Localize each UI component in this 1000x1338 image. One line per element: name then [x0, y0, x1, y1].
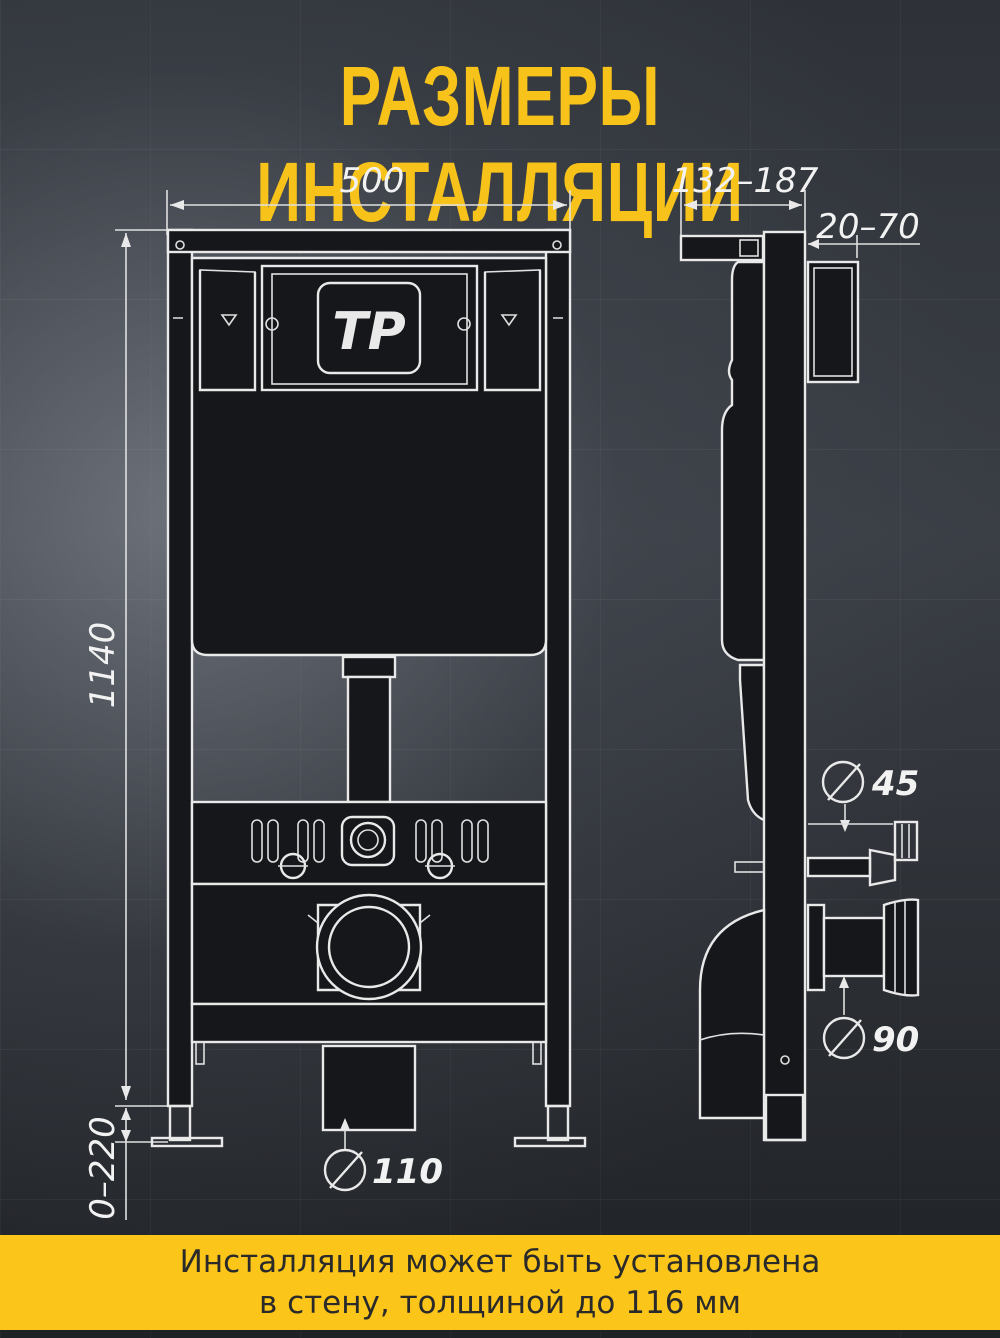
logo-text: TP	[332, 302, 406, 362]
width-dimension: 500	[166, 161, 571, 235]
depth-label: 132–187	[672, 161, 819, 201]
frame: TP	[150, 228, 587, 1148]
page-title: РАЗМЕРЫ ИНСТАЛЛЯЦИИ	[256, 49, 744, 239]
leg-adjust-dimension: 0–220	[83, 1105, 168, 1220]
drain-diameter: 110	[323, 1118, 443, 1192]
leg-adjust-label: 0–220	[83, 1116, 123, 1220]
depth-dimension: 132–187	[672, 161, 819, 240]
info-line-1: Инсталляция может быть установлена	[179, 1243, 821, 1280]
button-offset-label: 20–70	[816, 207, 920, 247]
info-banner: Инсталляция может быть установлена в сте…	[0, 1235, 1000, 1330]
height-dimension: 1140	[83, 229, 168, 1100]
side-frame	[679, 230, 920, 1142]
outlet-diameter: 90	[822, 976, 919, 1060]
front-view: 500 1140 0–220	[83, 161, 587, 1220]
side-view: 132–187 20–70	[672, 161, 920, 1142]
height-label: 1140	[83, 622, 123, 709]
inlet-diameter-label: 45	[871, 764, 919, 804]
button-offset-dimension: 20–70	[804, 207, 920, 258]
width-label: 500	[340, 161, 405, 201]
info-line-2: в стену, толщиной до 116 мм	[258, 1284, 742, 1321]
outlet-diameter-label: 90	[872, 1020, 919, 1060]
drain-diameter-label: 110	[372, 1152, 443, 1192]
inlet-diameter: 45	[808, 760, 919, 832]
